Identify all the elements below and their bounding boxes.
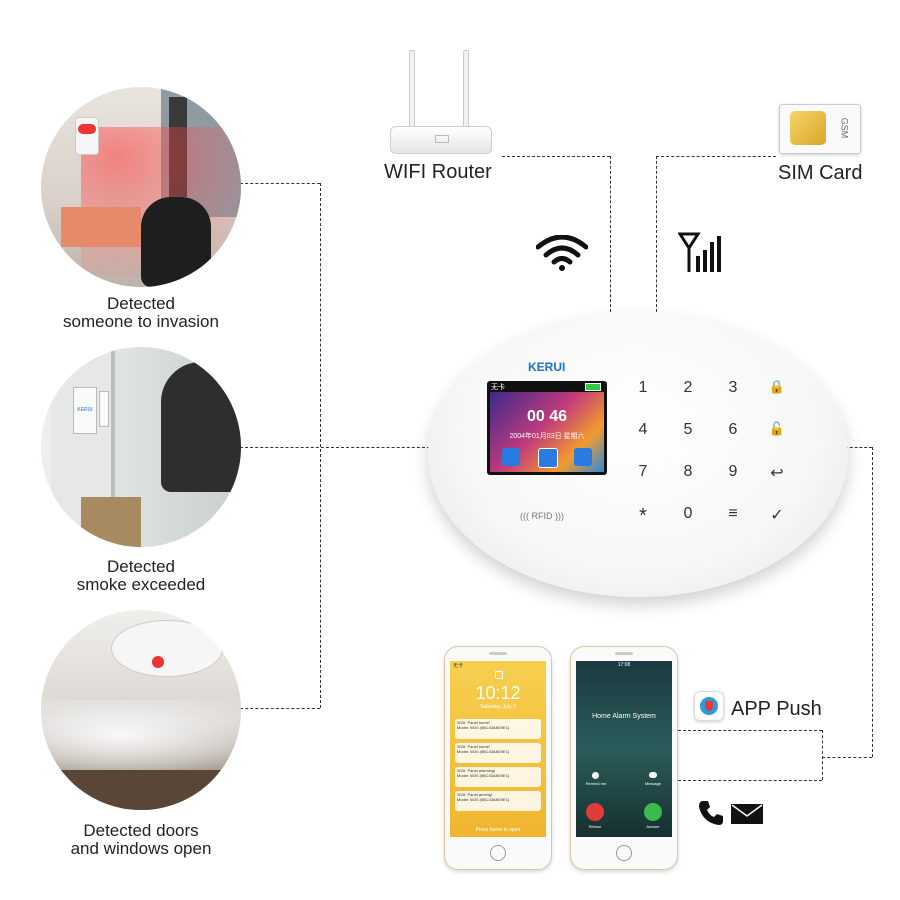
sensor-caption: Detected someone to invasion xyxy=(63,294,219,331)
phone-incoming-call: 17:08 Home Alarm System Remind me Messag… xyxy=(570,646,678,870)
key-6[interactable]: 6 xyxy=(728,421,738,438)
sensor-caption: Detected doors and windows open xyxy=(70,821,212,858)
motion-sensor-icon xyxy=(75,117,99,155)
cellular-signal-icon xyxy=(678,232,721,272)
lcd-date: 2004年01月03日 星期六 xyxy=(509,433,585,440)
alarm-clock-icon[interactable] xyxy=(592,772,599,779)
home-icon[interactable] xyxy=(574,448,592,466)
lock-icon xyxy=(495,671,503,679)
connector-line xyxy=(845,447,872,448)
answer-call-button[interactable] xyxy=(644,803,662,821)
battery-icon xyxy=(585,383,601,391)
notification-item[interactable]: W20: Panel arming!Model: W20 (6BC43A8D9E… xyxy=(455,791,541,811)
key-4[interactable]: 4 xyxy=(638,421,648,438)
wifi-router-label: WIFI Router xyxy=(384,161,492,183)
message-icon[interactable] xyxy=(649,772,657,778)
caller-name: Home Alarm System xyxy=(592,713,656,720)
key-arm[interactable]: 🔒 xyxy=(768,379,786,394)
key-3[interactable]: 3 xyxy=(728,379,738,396)
key-disarm[interactable]: 🔓 xyxy=(768,421,786,436)
connector-line xyxy=(240,447,430,448)
lcd-time: 00 46 xyxy=(526,408,568,425)
mail-icon xyxy=(731,804,763,824)
key-menu[interactable]: ≡ xyxy=(728,505,738,522)
rfid-reader: ((( RFID ))) xyxy=(520,511,564,521)
notification-item[interactable]: W20: Panel home!Model: W20 (6BC43A8D9E1) xyxy=(455,719,541,739)
connector-line xyxy=(502,156,610,157)
intruder-figure xyxy=(161,362,241,492)
connector-line xyxy=(240,183,320,184)
connector-line xyxy=(822,757,872,758)
home-button[interactable] xyxy=(490,845,506,861)
smoke-detector-icon xyxy=(111,620,223,677)
connector-line xyxy=(610,156,611,312)
key-confirm[interactable]: ✓ xyxy=(770,507,784,524)
home-button[interactable] xyxy=(616,845,632,861)
smoke-sensor-photo xyxy=(41,610,241,810)
sim-card-label: SIM Card xyxy=(778,162,863,184)
motion-sensor-photo xyxy=(41,87,241,287)
key-star[interactable]: * xyxy=(639,505,647,527)
panel-brand: KERUI xyxy=(528,360,566,374)
notification-item[interactable]: W20: Panel home!Model: W20 (6BC43A8D9E1) xyxy=(455,743,541,763)
key-5[interactable]: 5 xyxy=(683,421,693,438)
door-sensor-icon: KERUI xyxy=(73,387,97,434)
connector-line xyxy=(678,730,822,731)
key-0[interactable]: 0 xyxy=(683,505,693,522)
intruder-figure xyxy=(141,197,211,287)
key-8[interactable]: 8 xyxy=(683,463,693,480)
disarm-icon[interactable] xyxy=(538,448,558,468)
wifi-router-icon xyxy=(385,50,495,158)
connector-line xyxy=(240,708,320,709)
key-2[interactable]: 2 xyxy=(683,379,693,396)
connector-line xyxy=(872,447,873,757)
connector-line xyxy=(678,780,822,781)
app-push-icon xyxy=(694,691,724,721)
sensor-caption: Detected smoke exceeded xyxy=(76,557,206,594)
arm-icon[interactable] xyxy=(502,448,520,466)
connector-line xyxy=(656,156,657,312)
refuse-call-button[interactable] xyxy=(586,803,604,821)
phone-call-icon xyxy=(699,801,723,825)
wifi-signal-icon xyxy=(536,235,588,271)
connector-line xyxy=(320,183,321,708)
notification-item[interactable]: W20: Panel alarming!Model: W20 (6BC43A8D… xyxy=(455,767,541,787)
door-sensor-photo: KERUI xyxy=(41,347,241,547)
phone-notifications: 无卡 10:12 Saturday, July 3 W20: Panel hom… xyxy=(444,646,552,870)
key-1[interactable]: 1 xyxy=(638,379,648,396)
connector-line xyxy=(822,730,823,780)
key-7[interactable]: 7 xyxy=(638,463,648,480)
key-9[interactable]: 9 xyxy=(728,463,738,480)
panel-lcd-screen: 无卡 00 46 2004年01月03日 星期六 xyxy=(487,381,607,475)
key-back[interactable]: ↩ xyxy=(770,465,784,482)
connector-line xyxy=(656,156,776,157)
sim-card-icon: GSM xyxy=(779,104,861,154)
app-push-label: APP Push xyxy=(731,698,822,720)
